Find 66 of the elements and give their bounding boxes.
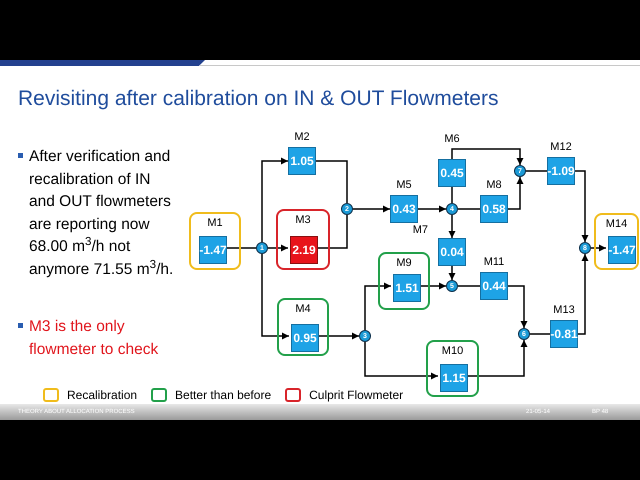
meter-box: 0.43 [390,195,418,223]
arrow [364,282,391,330]
meter-box: 1.51 [393,274,421,302]
arrow [419,282,446,290]
meter-box: 0.95 [291,324,319,352]
connector-line [316,160,348,203]
meter-box: 1.05 [288,147,316,175]
meter-box: 2.19 [290,236,318,264]
arrow [268,244,288,252]
bullet-text: After verification and recalibration of IN and OUT flowmeters are reporting now 68.00 m$^{3}$/h not anymore 71.55 m$^{3}$/h. [29,147,174,280]
meter-box: -0.81 [550,320,578,348]
arrow [418,206,446,212]
arrow [575,170,588,242]
meter-label: M10 [440,345,464,358]
arrow [261,158,288,242]
arrow [261,254,289,340]
slide-title: Revisiting after calibration on IN & OUT Flowmeters [18,86,498,112]
meter-label: M2 [293,131,311,144]
arrow [317,332,359,340]
meter-label: M13 [552,304,576,317]
connector-line [451,187,453,203]
highlight-frame [378,252,430,310]
meter-box: 1.15 [440,364,468,392]
arrow [508,285,528,328]
meter-box: 0.04 [438,238,466,266]
highlight-frame [426,340,479,397]
meter-label: M3 [294,214,312,227]
meter-box: 0.58 [480,195,508,223]
meter-label: M6 [443,133,461,146]
meter-box: -1.47 [608,236,636,264]
highlight-frame [277,298,329,356]
highlight-frame [276,209,330,270]
connector-line [526,170,547,172]
legend-label: Culprit Flowmeter [309,387,404,404]
connector-line [458,285,480,287]
meter-box: -1.47 [199,236,227,264]
meter-box: -1.09 [547,157,575,185]
connector-line [316,215,348,249]
meter-label: M8 [485,179,503,192]
connector-line [530,333,550,335]
arrow [353,206,390,212]
highlight-frame [594,213,639,270]
arrow [508,177,524,210]
arrow [451,148,524,165]
connector-line [458,208,480,210]
meter-label: M7 [412,224,428,237]
highlight-frame [189,212,241,270]
legend-label: Better than before [175,387,272,404]
connector-line [225,247,256,249]
meter-label: M4 [294,303,312,316]
arrow [448,215,456,238]
bullet-text: M3 is the only flowmeter to check [29,317,160,360]
legend-label: Recalibration [67,387,138,404]
meter-label: M1 [206,217,224,230]
meter-label: M14 [604,218,628,231]
arrow [591,244,606,252]
meter-box: 0.44 [480,272,508,300]
meter-label: M9 [395,257,413,270]
arrow [578,254,588,335]
arrow [466,340,528,377]
meter-label: M12 [549,141,573,154]
meter-label: M11 [482,256,506,269]
arrow [448,266,456,280]
meter-label: M5 [395,179,413,192]
meter-box: 0.45 [438,159,466,187]
arrow [364,342,438,380]
